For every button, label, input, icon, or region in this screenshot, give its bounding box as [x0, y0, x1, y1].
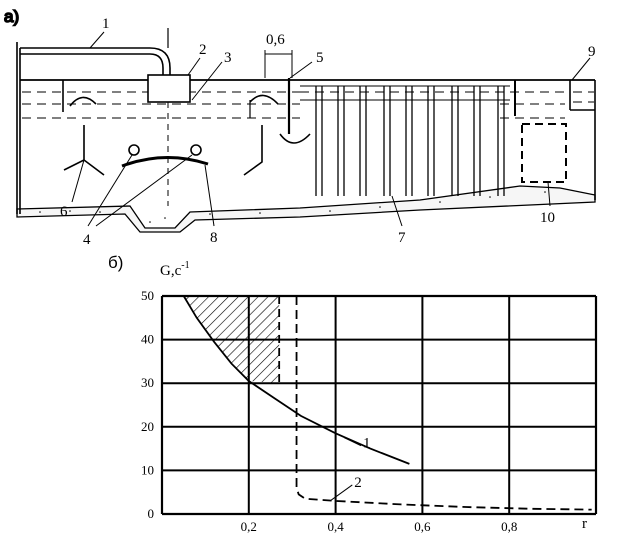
callout-2: 2 [199, 42, 207, 58]
tank-schematic: а) [3, 6, 596, 248]
thin-layer-modules [300, 85, 510, 196]
plot-area: 0 10 20 30 40 50 0,2 0,4 0,6 0,8 1 2 [141, 288, 598, 534]
callout-leaders [71, 31, 591, 227]
series-1-line [182, 295, 410, 465]
y-tick-label: 50 [141, 288, 154, 303]
x-axis-label: r [582, 516, 587, 532]
panel-b-label: б) [108, 253, 123, 272]
chart: б) G,с-1 r 0 10 20 30 40 50 0,2 0,4 0,6 0,8 1 2 [108, 253, 598, 534]
callout-7: 7 [398, 230, 406, 246]
reagent-unit-box [147, 74, 191, 103]
callout-1: 1 [102, 16, 110, 32]
callout-9: 9 [588, 44, 596, 60]
y-axis-label: G,с-1 [160, 260, 190, 279]
water-level-lines [22, 91, 594, 119]
sludge-bed [16, 185, 596, 233]
callout-6: 6 [60, 204, 68, 220]
x-tick-label: 0,4 [327, 519, 344, 534]
sludge-dots [39, 191, 546, 223]
callout-5: 5 [316, 50, 324, 66]
series-2-line [295, 296, 592, 511]
hatched-region [183, 296, 280, 384]
callout-4: 4 [83, 232, 91, 248]
curve-2-label: 2 [354, 475, 362, 491]
x-tick-label: 0,2 [241, 519, 257, 534]
x-tick-label: 0,6 [414, 519, 431, 534]
y-tick-label: 20 [141, 419, 154, 434]
collection-chamber [521, 123, 567, 183]
x-tick-label: 0,8 [501, 519, 517, 534]
callout-3: 3 [224, 50, 232, 66]
callout-10: 10 [540, 210, 555, 226]
y-tick-label: 0 [148, 506, 155, 521]
y-tick-label: 10 [141, 462, 154, 477]
callout-numbers: 1 2 3 4 5 6 7 8 9 10 [60, 16, 596, 248]
callout-8: 8 [210, 230, 218, 246]
curve-2-leader [330, 484, 353, 501]
inlet-pipe [20, 47, 171, 80]
dimension-label: 0,6 [266, 32, 285, 48]
curve-1-leader [344, 437, 362, 447]
y-tick-label: 40 [141, 332, 154, 347]
panel-a-label: а) [4, 7, 19, 26]
curve-1-label: 1 [363, 436, 371, 452]
y-tick-label: 30 [141, 375, 154, 390]
